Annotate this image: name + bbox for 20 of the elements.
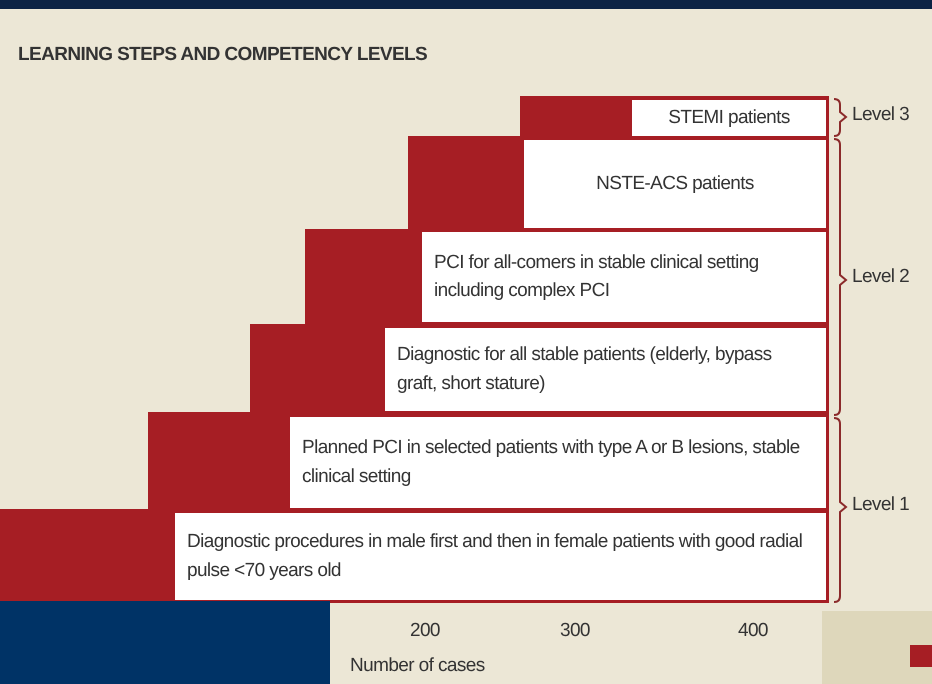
step-box [290, 417, 826, 508]
step-box [175, 513, 826, 600]
step-text: NSTE-ACS patients [596, 172, 754, 196]
axis-title: Number of cases [350, 655, 485, 677]
title: LEARNING STEPS AND COMPETENCY LEVELS [18, 44, 428, 66]
step-text: Diagnostic procedures in male first and then in female patients with good radial pulse <70 years old [187, 530, 804, 582]
level-label: Level 3 [852, 104, 910, 126]
axis-tick-label: 300 [560, 620, 590, 642]
step-box [422, 232, 826, 322]
step-text: Planned PCI in selected patients with type A or B lesions, stable clinical setting [302, 436, 801, 488]
axis-tick-label: 400 [738, 620, 768, 642]
level-label: Level 1 [852, 494, 910, 516]
step-box [385, 328, 826, 411]
step-box [632, 100, 826, 136]
axis-tick-label: 200 [410, 620, 440, 642]
step-text: STEMI patients [668, 106, 790, 130]
level-label: Level 2 [852, 266, 910, 288]
step-text: PCI for all-comers in stable clinical setting including complex PCI [434, 250, 760, 303]
step-box [524, 140, 826, 228]
step-text: Diagnostic for all stable patients (elderly, bypass graft, short stature) [397, 343, 773, 396]
